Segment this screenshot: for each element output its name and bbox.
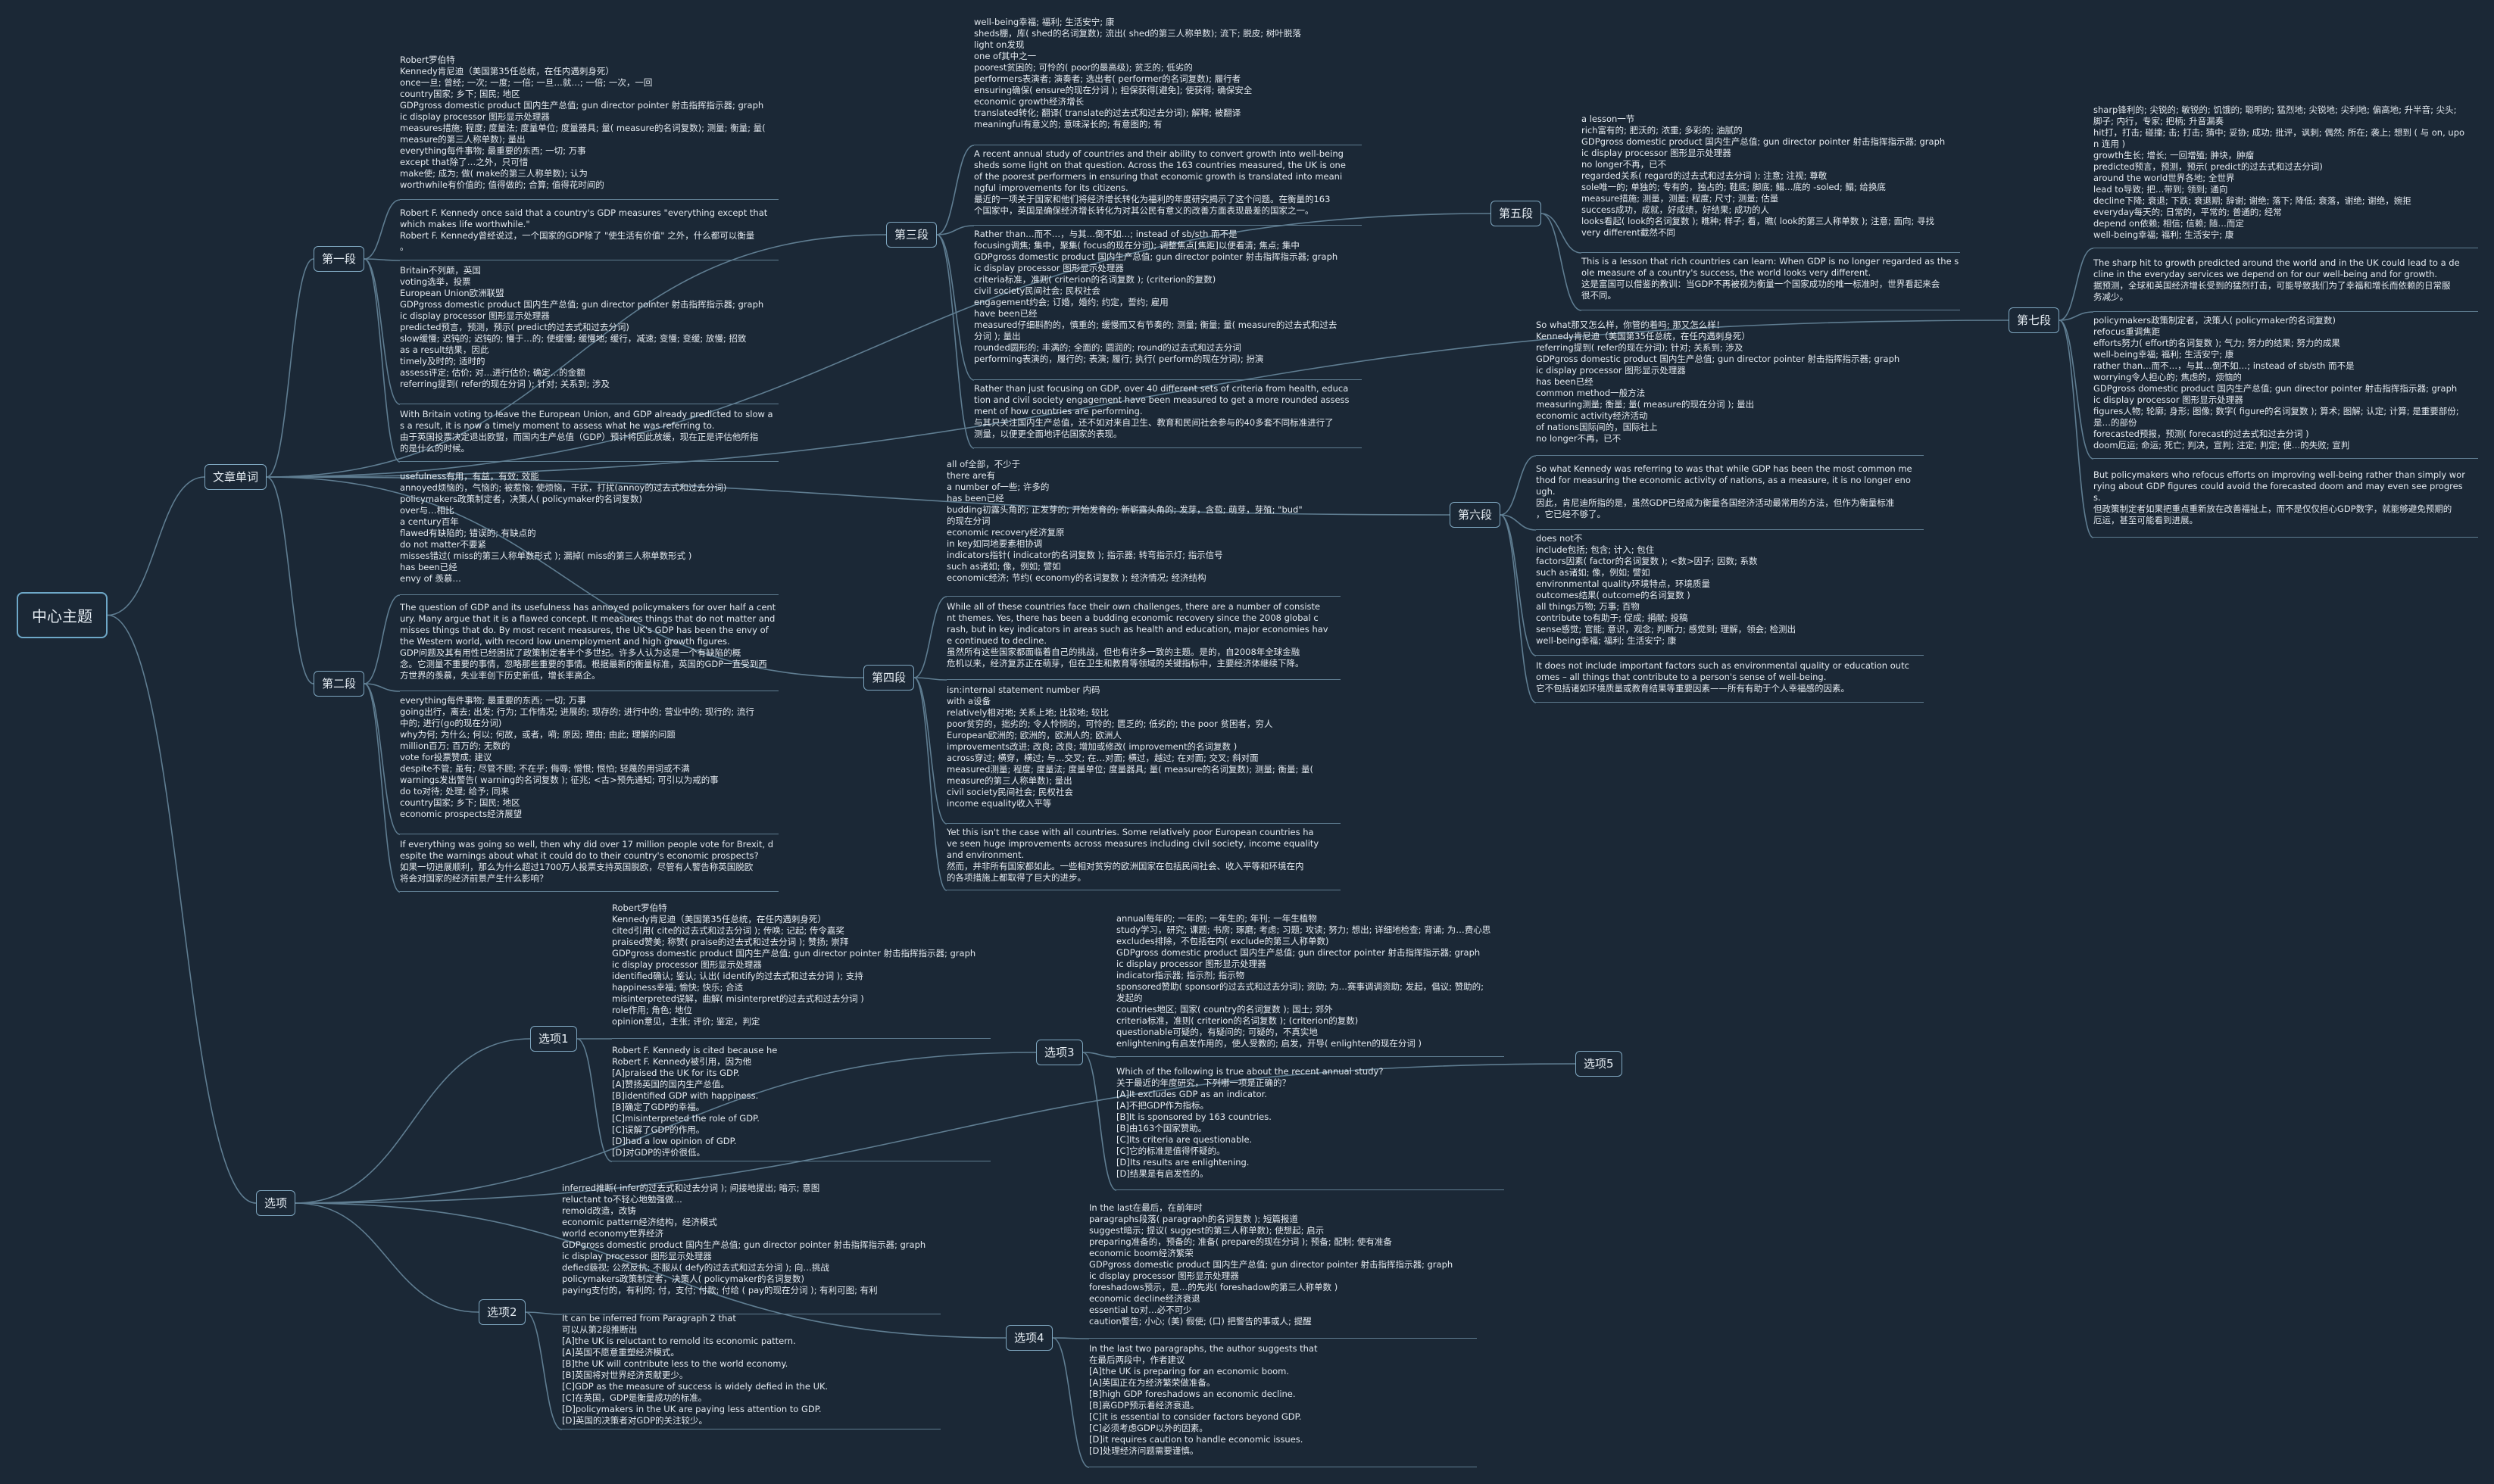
link-n-p2-p3-sentence-text <box>364 683 401 692</box>
link-n-p4-p8-vocabulary-list <box>913 677 947 825</box>
p9-sentence-text: This is a lesson that rich countries can… <box>1581 256 1960 310</box>
link-n-p7-p13-sentence-text <box>2059 320 2094 538</box>
branch-node-options[interactable]: 选项 <box>256 1190 296 1216</box>
option1-question: Robert F. Kennedy is cited because he Ro… <box>612 1045 991 1161</box>
option-node-2[interactable]: 选项2 <box>479 1299 526 1325</box>
p10-sentence-text: So what Kennedy was referring to was tha… <box>1536 463 1924 530</box>
link-n-p3-p6-vocabulary-list <box>936 234 975 381</box>
p9-vocabulary-list: a lesson一节 rich富有的; 肥沃的; 浓重; 多彩的; 油腻的 GD… <box>1581 114 1960 253</box>
link-options-n-o2 <box>295 1202 479 1313</box>
link-vocab-n-p6 <box>266 476 1450 516</box>
link-n-p6-p10-sentence-text <box>1500 514 1537 531</box>
branch-node-paragraph-7[interactable]: 第七段 <box>2009 307 2060 333</box>
link-n-o3-option3-vocabulary-list <box>1082 1052 1117 1058</box>
link-vocab-n-p5 <box>266 213 1491 478</box>
p11-vocabulary-list: does not不 include包括; 包含; 计入; 包住 factors因… <box>1536 533 1924 656</box>
link-vocab-n-p4 <box>266 476 864 678</box>
option-node-3[interactable]: 选项3 <box>1036 1040 1083 1065</box>
link-vocab-n-p7 <box>266 320 2009 478</box>
link-n-o2-option2-question <box>525 1311 563 1430</box>
p8-vocabulary-list: isn:internal statement number 内码 with a设… <box>947 684 1341 824</box>
option-node-1[interactable]: 选项1 <box>530 1026 577 1052</box>
branch-node-paragraph-3[interactable]: 第三段 <box>886 222 938 248</box>
option-node-5[interactable]: 选项5 <box>1575 1051 1622 1077</box>
p3-sentence-text: The question of GDP and its usefulness h… <box>400 602 779 691</box>
link-n-p6-p11-sentence-text <box>1500 514 1537 703</box>
p12-sentence-text: The sharp hit to growth predicted around… <box>2093 257 2478 312</box>
link-options-n-o5 <box>295 1063 1576 1204</box>
link-n-o3-option3-question <box>1082 1052 1117 1191</box>
link-options-n-o3 <box>295 1052 1037 1204</box>
link-n-p2-p3-vocabulary-list <box>364 594 401 684</box>
link-n-p3-p5-sentence-text <box>936 225 975 235</box>
option2-vocabulary-list: inferred推断( infer的过去式和过去分词 ); 间接地提出; 暗示;… <box>562 1183 941 1314</box>
link-n-p1-p1-sentence-text <box>364 258 401 261</box>
option3-vocabulary-list: annual每年的; 一年的; 一年生的; 年刊; 一年生植物 study学习，… <box>1116 913 1504 1057</box>
p7-sentence-text: While all of these countries face their … <box>947 601 1341 680</box>
p4-vocabulary-list: everything每件事物; 最重要的东西; 一切; 万事 going出行，离… <box>400 695 779 834</box>
p1-sentence-text: Robert F. Kennedy once said that a count… <box>400 207 779 260</box>
link-options-n-o4 <box>295 1202 1007 1339</box>
branch-node-paragraph-4[interactable]: 第四段 <box>863 665 915 691</box>
option4-question: In the last two paragraphs, the author s… <box>1089 1343 1477 1467</box>
branch-node-article-words[interactable]: 文章单词 <box>204 464 267 490</box>
link-root-options <box>107 614 257 1204</box>
link-n-p1-p2-vocabulary-list <box>364 258 401 405</box>
p4-sentence-text: If everything was going so well, then wh… <box>400 839 779 892</box>
branch-node-paragraph-5[interactable]: 第五段 <box>1490 201 1542 226</box>
p13-vocabulary-list: policymakers政策制定者，决策人( policymaker的名词复数)… <box>2093 315 2478 459</box>
link-n-p6-p11-vocabulary-list <box>1500 514 1537 656</box>
p6-vocabulary-list: Rather than…而不…，与其…倒不如…; instead of sb/s… <box>974 229 1362 380</box>
link-n-p3-p5-vocabulary-list <box>936 145 975 235</box>
link-n-p5-p9-vocabulary-list <box>1540 213 1582 254</box>
link-vocab-n-p2 <box>266 476 314 684</box>
p11-sentence-text: It does not include important factors su… <box>1536 660 1924 703</box>
link-n-p7-p13-vocabulary-list <box>2059 320 2094 460</box>
link-n-o2-option2-vocabulary-list <box>525 1311 563 1315</box>
p2-sentence-text: With Britain voting to leave the Europea… <box>400 409 779 462</box>
link-n-p2-p4-sentence-text <box>364 683 401 893</box>
p6-sentence-text: Rather than just focusing on GDP, over 4… <box>974 383 1362 448</box>
option1-vocabulary-list: Robert罗伯特 Kennedy肯尼迪（美国第35任总统，在任内遇刺身死） c… <box>612 903 991 1039</box>
link-n-p4-p8-sentence-text <box>913 677 947 891</box>
p5-vocabulary-list: well-being幸福; 福利; 生活安宁; 康 sheds棚，库( shed… <box>974 17 1362 145</box>
option3-question: Which of the following is true about the… <box>1116 1066 1504 1190</box>
link-n-p7-p12-vocabulary-list <box>2059 248 2094 321</box>
link-n-p4-p7-sentence-text <box>913 677 947 681</box>
p10-vocabulary-list: So what那又怎么样，你管的着吗; 那又怎么样！ Kennedy肯尼迪（美国… <box>1536 320 1924 456</box>
link-vocab-n-p3 <box>266 234 887 478</box>
p2-vocabulary-list: Britain不列颠，英国 voting选举，投票 European Union… <box>400 265 779 404</box>
link-n-p1-p2-sentence-text <box>364 258 401 463</box>
link-n-p3-p6-sentence-text <box>936 234 975 449</box>
link-options-n-o1 <box>295 1038 531 1204</box>
link-n-p5-p9-sentence-text <box>1540 213 1582 311</box>
p3-vocabulary-list: usefulness有用，有益，有效; 效能 annoyed烦恼的，气恼的; 被… <box>400 471 779 595</box>
option-node-4[interactable]: 选项4 <box>1006 1325 1053 1351</box>
link-n-p2-p4-vocabulary-list <box>364 683 401 835</box>
link-n-o4-option4-vocabulary-list <box>1052 1337 1090 1339</box>
option4-vocabulary-list: In the last在最后，在前年时 paragraphs段落( paragr… <box>1089 1202 1477 1339</box>
branch-node-paragraph-1[interactable]: 第一段 <box>314 246 365 272</box>
branch-node-paragraph-2[interactable]: 第二段 <box>314 671 365 697</box>
link-n-o4-option4-question <box>1052 1337 1090 1468</box>
p8-sentence-text: Yet this isn't the case with all countri… <box>947 827 1341 890</box>
link-root-vocab <box>107 476 205 616</box>
link-n-p1-p1-vocabulary-list <box>364 199 401 260</box>
link-vocab-n-p1 <box>266 258 314 478</box>
p12-vocabulary-list: sharp锋利的; 尖锐的; 敏锐的; 饥饿的; 聪明的; 猛烈地; 尖锐地; … <box>2093 104 2478 248</box>
p1-vocabulary-list: Robert罗伯特 Kennedy肯尼迪（美国第35任总统，在任内遇刺身死） o… <box>400 55 779 200</box>
branch-node-paragraph-6[interactable]: 第六段 <box>1450 502 1501 528</box>
link-n-p6-p10-vocabulary-list <box>1500 455 1537 516</box>
option2-question: It can be inferred from Paragraph 2 that… <box>562 1313 941 1429</box>
link-n-p7-p12-sentence-text <box>2059 311 2094 321</box>
p7-vocabulary-list: all of全部，不少于 there are有 a number of一些; 许… <box>947 459 1341 597</box>
central-topic-node[interactable]: 中心主题 <box>17 592 108 638</box>
p5-sentence-text: A recent annual study of countries and t… <box>974 148 1362 226</box>
link-n-p4-p7-vocabulary-list <box>913 596 947 678</box>
p13-sentence-text: But policymakers who refocus efforts on … <box>2093 469 2478 538</box>
link-n-o1-option1-question <box>576 1038 613 1162</box>
